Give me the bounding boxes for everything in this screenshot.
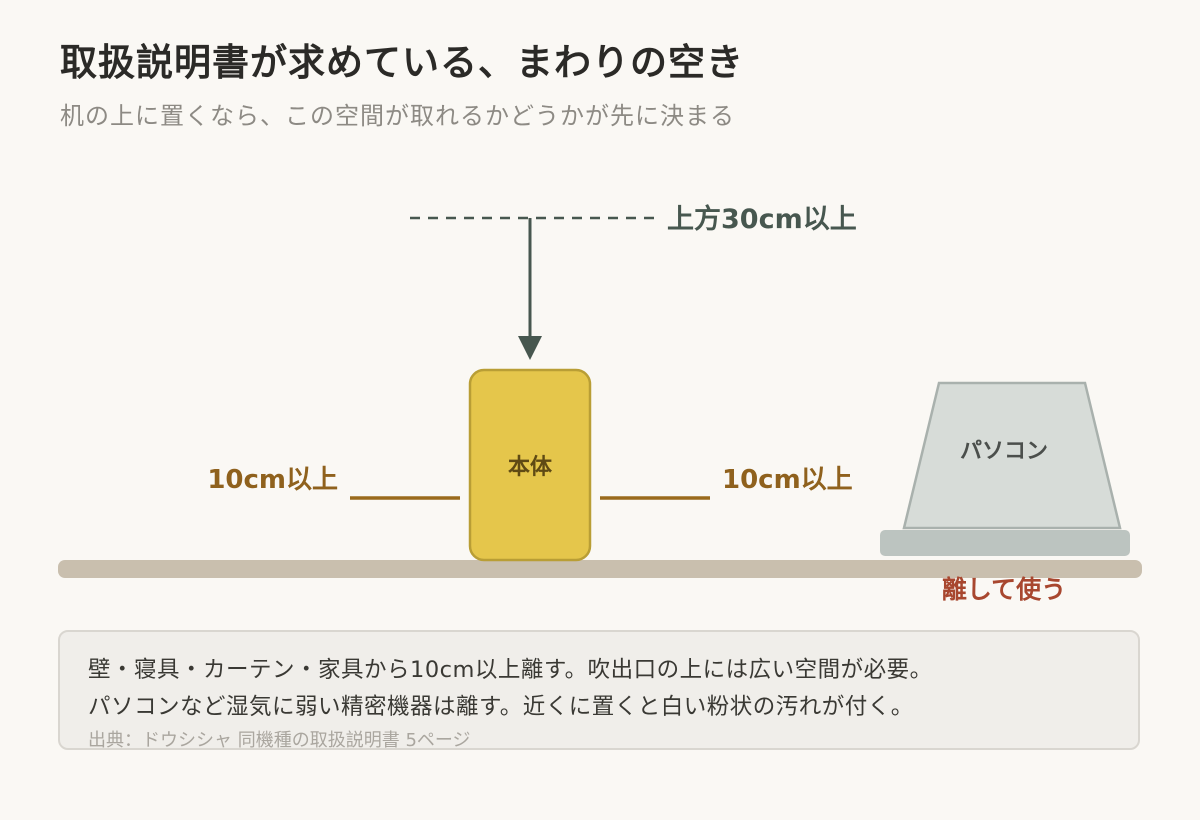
left-clearance-label: 10cm以上 bbox=[207, 465, 338, 495]
page-title: 取扱説明書が求めている、まわりの空き bbox=[60, 41, 744, 84]
pc-screen bbox=[902, 381, 1122, 530]
page-subtitle: 机の上に置くなら、この空間が取れるかどうかが先に決まる bbox=[60, 102, 735, 130]
right-clearance-label: 10cm以上 bbox=[722, 465, 853, 495]
note-line-2: パソコンなど湿気に弱い精密機器は離す。近くに置くと白い粉状の汚れが付く。 bbox=[88, 694, 914, 720]
top-clearance-label: 上方30cm以上 bbox=[667, 203, 857, 235]
table-surface bbox=[58, 560, 1142, 578]
pc-keep-away-note: 離して使う bbox=[942, 575, 1066, 604]
pc-base bbox=[880, 530, 1130, 556]
device-body bbox=[468, 368, 592, 562]
note-line-1: 壁・寝具・カーテン・家具から10cm以上離す。吹出口の上には広い空間が必要。 bbox=[88, 657, 933, 683]
top-clearance-arrow-head bbox=[518, 336, 542, 360]
source-citation: 出典：ドウシシャ 同機種の取扱説明書 5ページ bbox=[88, 730, 471, 751]
note-box: 壁・寝具・カーテン・家具から10cm以上離す。吹出口の上には広い空間が必要。 パ… bbox=[58, 630, 1140, 751]
pc-label: パソコン bbox=[960, 439, 1048, 464]
device-label: 本体 bbox=[508, 455, 553, 480]
